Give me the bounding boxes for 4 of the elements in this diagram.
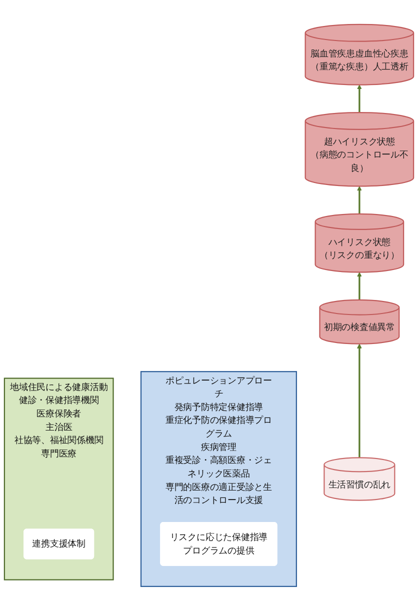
arrow: [357, 84, 362, 112]
arrow: [357, 272, 362, 300]
arrow: [357, 343, 362, 458]
arrow: [357, 186, 362, 214]
